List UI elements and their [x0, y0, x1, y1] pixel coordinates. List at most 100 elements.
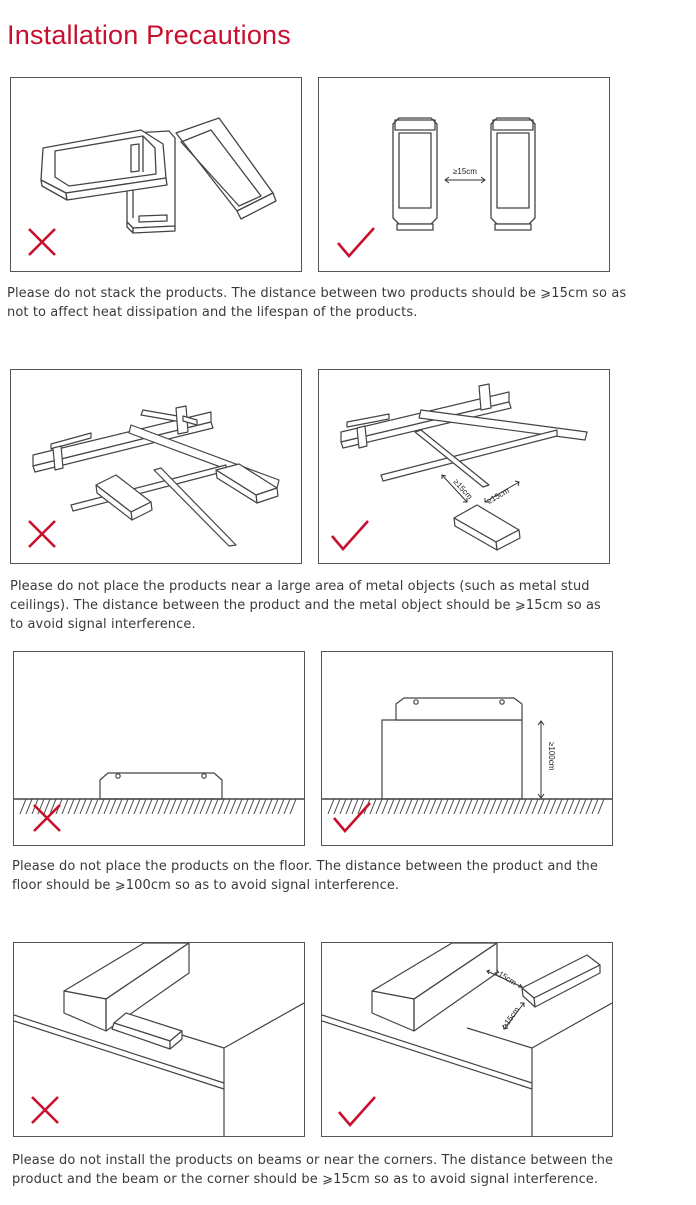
- floor-hatch-line: [25, 798, 33, 815]
- floor-hatch-line: [579, 798, 587, 815]
- panel-beam-wrong: [13, 942, 305, 1137]
- check-icon: [338, 1096, 376, 1127]
- floor-hatch-line: [567, 798, 575, 815]
- floor-hatch-line: [145, 798, 153, 815]
- floor-hatch-line: [247, 798, 255, 815]
- floor-wrong-illustration: [14, 772, 304, 815]
- floor-hatch-line: [19, 798, 27, 815]
- floor-hatch-line: [477, 798, 485, 815]
- floor-hatch-line: [133, 798, 141, 815]
- floor-hatch-line: [483, 798, 491, 815]
- floor-hatch-line: [537, 798, 545, 815]
- beam-right-illustration: ≥15cm ≥15cm: [322, 943, 612, 1136]
- check-icon: [333, 802, 371, 833]
- distance-label-corner: ≥15cm: [500, 1005, 521, 1030]
- floor-hatch-line: [597, 798, 605, 815]
- floor-hatch-line: [283, 798, 291, 815]
- metal-ceiling-wrong-illustration: [32, 405, 280, 547]
- floor-hatch-line: [277, 798, 285, 815]
- floor-hatch-line: [289, 798, 297, 815]
- floor-hatch-line: [175, 798, 183, 815]
- floor-hatch-line: [43, 798, 51, 815]
- spaced-products-illustration: ≥15cm: [392, 117, 536, 231]
- floor-hatch-line: [103, 798, 111, 815]
- floor-hatch-line: [399, 798, 407, 815]
- floor-hatch-line: [229, 798, 237, 815]
- floor-hatch-line: [543, 798, 551, 815]
- page-title: Installation Precautions: [7, 20, 291, 50]
- stacked-products-illustration: [40, 117, 277, 234]
- floor-hatch-line: [591, 798, 599, 815]
- floor-hatch-line: [489, 798, 497, 815]
- floor-hatch-line: [61, 798, 69, 815]
- floor-hatch-line: [253, 798, 261, 815]
- floor-hatch-line: [339, 798, 347, 815]
- floor-hatch-line: [73, 798, 81, 815]
- check-icon: [331, 520, 369, 551]
- floor-hatch-line: [127, 798, 135, 815]
- floor-hatch-line: [223, 798, 231, 815]
- cross-icon: [33, 804, 61, 832]
- floor-hatch-line: [351, 798, 359, 815]
- distance-label: ≥15cm: [453, 167, 477, 176]
- floor-hatch-line: [109, 798, 117, 815]
- floor-hatch-line: [387, 798, 395, 815]
- floor-hatch-line: [495, 798, 503, 815]
- floor-hatch-line: [561, 798, 569, 815]
- floor-hatch-line: [199, 798, 207, 815]
- floor-hatch-line: [271, 798, 279, 815]
- distance-label-right: ≥15cm: [486, 486, 512, 506]
- floor-hatch-line: [67, 798, 75, 815]
- metal-ceiling-right-illustration: ≥15cm ≥15cm: [340, 383, 588, 551]
- floor-hatch-line: [501, 798, 509, 815]
- distance-label-beam: ≥15cm: [493, 967, 518, 988]
- panel-floor-wrong: [13, 651, 305, 846]
- floor-hatch-line: [217, 798, 225, 815]
- cross-icon: [28, 520, 56, 548]
- floor-hatch-line: [187, 798, 195, 815]
- floor-hatch-line: [507, 798, 515, 815]
- floor-hatch-line: [327, 798, 335, 815]
- floor-hatch-line: [121, 798, 129, 815]
- floor-hatch-line: [211, 798, 219, 815]
- floor-hatch-line: [405, 798, 413, 815]
- floor-hatch-line: [393, 798, 401, 815]
- floor-hatch-line: [205, 798, 213, 815]
- floor-hatch-line: [97, 798, 105, 815]
- cross-icon: [31, 1096, 59, 1124]
- floor-hatch-line: [169, 798, 177, 815]
- floor-hatch-line: [139, 798, 147, 815]
- panel-metal-wrong: [10, 369, 302, 564]
- floor-hatch-line: [79, 798, 87, 815]
- floor-hatch-line: [429, 798, 437, 815]
- panel-spaced-right: ≥15cm: [318, 77, 610, 272]
- floor-right-illustration: ≥100cm: [322, 697, 612, 815]
- cross-icon: [28, 228, 56, 256]
- floor-hatch-line: [85, 798, 93, 815]
- floor-hatch-line: [453, 798, 461, 815]
- caption-stacking: Please do not stack the products. The di…: [7, 286, 627, 320]
- floor-hatch-line: [151, 798, 159, 815]
- floor-hatch-line: [465, 798, 473, 815]
- height-label: ≥100cm: [547, 742, 556, 771]
- panel-stacked-wrong: [10, 77, 302, 272]
- floor-hatch-line: [573, 798, 581, 815]
- floor-hatch-line: [411, 798, 419, 815]
- floor-hatch-line: [115, 798, 123, 815]
- check-icon: [337, 227, 375, 258]
- floor-hatch-line: [333, 798, 341, 815]
- floor-hatch-line: [259, 798, 267, 815]
- floor-hatch-line: [345, 798, 353, 815]
- floor-hatch-line: [525, 798, 533, 815]
- floor-hatch-line: [459, 798, 467, 815]
- floor-hatch-line: [585, 798, 593, 815]
- floor-hatch-line: [193, 798, 201, 815]
- floor-hatch-line: [163, 798, 171, 815]
- floor-hatch-line: [531, 798, 539, 815]
- floor-hatch-line: [555, 798, 563, 815]
- floor-hatch-line: [369, 798, 377, 815]
- panel-floor-right: ≥100cm: [321, 651, 613, 846]
- floor-hatch-line: [447, 798, 455, 815]
- floor-hatch-line: [381, 798, 389, 815]
- floor-hatch-line: [265, 798, 273, 815]
